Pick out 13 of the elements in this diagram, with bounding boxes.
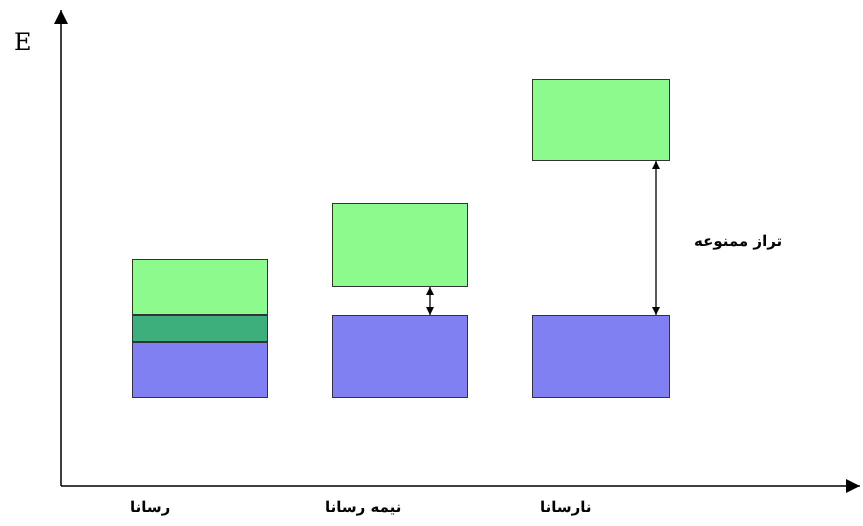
category-label: نارسانا — [540, 497, 592, 518]
double-arrow — [652, 161, 660, 315]
double-arrow — [426, 287, 434, 315]
energy-band — [532, 79, 670, 161]
energy-band — [132, 259, 268, 315]
energy-band — [332, 203, 468, 287]
energy-band — [532, 315, 670, 398]
category-label: رسانا — [130, 497, 170, 518]
category-label: نیمه رسانا — [325, 497, 402, 518]
energy-band — [132, 315, 268, 342]
energy-band — [132, 342, 268, 398]
energy-band — [332, 315, 468, 398]
axis-label: E — [14, 27, 32, 58]
